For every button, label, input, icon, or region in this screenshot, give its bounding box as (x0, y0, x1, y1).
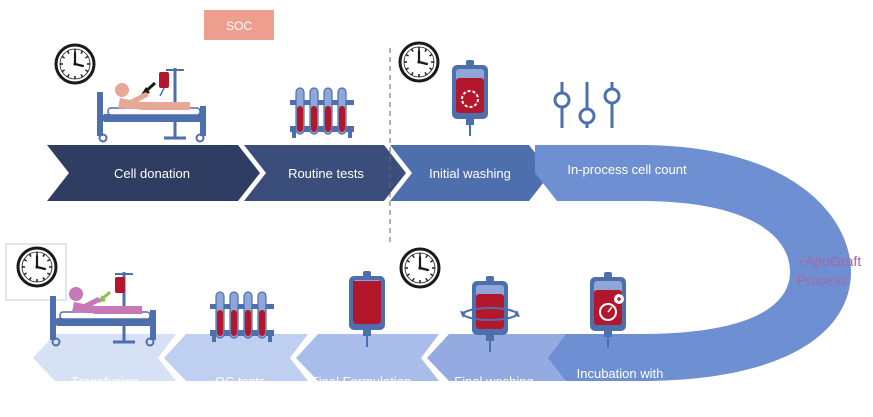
step-label-qc-tests: QC tests (215, 374, 266, 389)
step-cell-donation-shape (47, 145, 260, 201)
clock-icon (398, 41, 440, 83)
step-label-cell-donation: Cell donation (114, 166, 190, 181)
clock-icon (16, 246, 58, 288)
step-transfusion-shape (33, 334, 176, 381)
blood-bag-icon (348, 270, 386, 348)
blood-bag-rotating-icon (460, 275, 520, 353)
clock-icon (399, 247, 441, 289)
test-tubes-icon (289, 87, 355, 139)
step-final-washing-shape (427, 334, 566, 381)
sliders-icon (553, 82, 621, 128)
step-label-initial-washing: Initial washing (429, 166, 511, 181)
top-row-steps (47, 145, 551, 201)
bottom-row-steps (33, 334, 566, 381)
patient-bed-icon (50, 272, 156, 347)
step-qc-tests-shape (164, 334, 308, 381)
clock-icon (54, 43, 96, 85)
step-label-incubation-line1: Incubation with (577, 366, 664, 381)
patient-bed-icon (97, 68, 206, 143)
apograft-process-label-line2: Process (797, 272, 848, 288)
soc-badge-label: SOC (226, 19, 252, 33)
step-label-in-process-cell-count: In-process cell count (567, 162, 687, 177)
apograft-process-label-line1: +ApoGraft (797, 253, 861, 269)
step-initial-washing-shape (390, 145, 551, 201)
step-label-final-washing: Final washing (454, 374, 534, 389)
blood-bag-icon (451, 59, 489, 137)
step-final-formulation-shape (296, 334, 439, 381)
test-tubes-icon (209, 291, 275, 343)
step-label-routine-tests: Routine tests (288, 166, 364, 181)
step-label-transfusion: Transfusion (71, 374, 138, 389)
soc-badge (204, 10, 274, 40)
step-routine-tests-shape (244, 145, 406, 201)
blood-bag-timer-icon (589, 271, 627, 349)
step-label-final-formulation: Final Formulation (311, 374, 411, 389)
step-label-incubation-line2: FasL (606, 382, 635, 397)
u-turn-band (535, 145, 851, 381)
